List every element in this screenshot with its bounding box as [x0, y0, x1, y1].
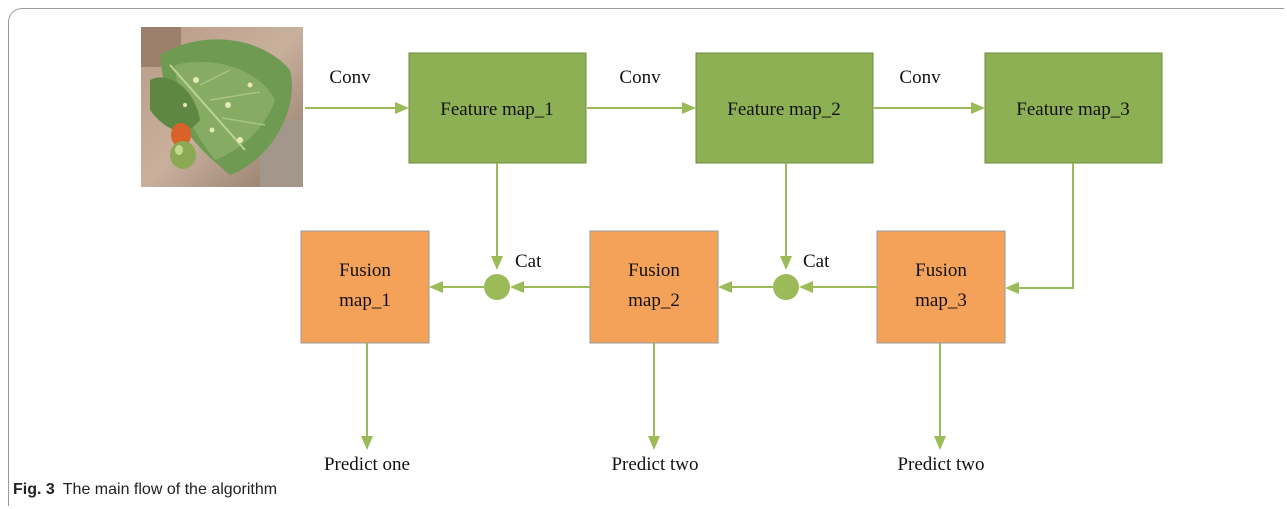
feature-map-2-box: [695, 52, 874, 164]
fusion-map-1-label-line1: Fusion: [339, 260, 391, 281]
fusion-map-3-label-line1: Fusion: [915, 260, 967, 281]
predict-label-3: Predict two: [897, 454, 984, 475]
fusion-map-1-label-line2: map_1: [339, 290, 391, 311]
figure-frame: [8, 8, 1284, 506]
feature-map-3-box: [984, 52, 1163, 164]
feature-map-3-label: Feature map_3: [1016, 99, 1129, 120]
figure-caption-text: The main flow of the algorithm: [62, 481, 278, 498]
fusion-map-1-box: [300, 230, 430, 344]
cat-label-2: Cat: [803, 251, 830, 272]
figure-caption: Fig. 3 The main flow of the algorithm: [13, 481, 277, 499]
input-leaf-image: [141, 27, 303, 187]
fusion-map-2-label-line1: Fusion: [628, 260, 680, 281]
fusion-map-3-label-line2: map_3: [915, 290, 967, 311]
feature-map-1-box: [408, 52, 587, 164]
fusion-map-2-box: [589, 230, 719, 344]
conv-label-1: Conv: [329, 67, 371, 88]
cat-node-2: [773, 274, 799, 300]
predict-label-1: Predict one: [324, 454, 410, 475]
conv-label-3: Conv: [899, 67, 941, 88]
conv-label-2: Conv: [619, 67, 661, 88]
fusion-map-3-box: [876, 230, 1006, 344]
feature-map-2-label: Feature map_2: [727, 99, 840, 120]
predict-label-2: Predict two: [611, 454, 698, 475]
cat-label-1: Cat: [515, 251, 542, 272]
fusion-map-2-label-line2: map_2: [628, 290, 680, 311]
feature-map-1-label: Feature map_1: [440, 99, 553, 120]
cat-node-1: [484, 274, 510, 300]
feature-3-to-fusion-3-line: [1005, 163, 1074, 294]
figure-label: Fig. 3: [13, 481, 55, 498]
